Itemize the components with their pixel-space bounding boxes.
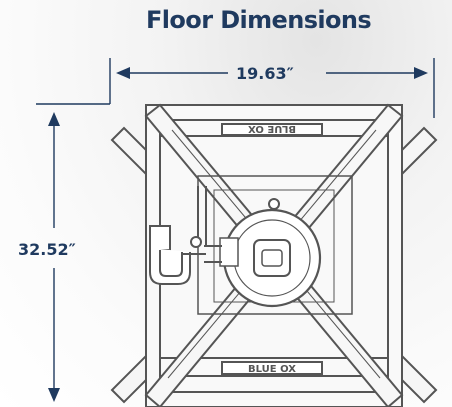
height-dimension-label: 32.52″	[18, 240, 76, 259]
right-arrowhead	[414, 67, 428, 79]
left-arrowhead	[116, 67, 130, 79]
width-dimension-line	[109, 58, 435, 118]
crank-handle	[149, 186, 207, 285]
stand-drawing	[110, 103, 438, 407]
bottom-product-marking: BLUE OX	[248, 364, 296, 375]
top-arrowhead	[48, 112, 60, 126]
width-dimension-label: 19.63″	[236, 64, 294, 83]
height-dimension-line	[36, 103, 110, 402]
bottom-arrowhead	[48, 388, 60, 402]
diagram-title: Floor Dimensions	[146, 6, 372, 34]
hub-center	[253, 239, 291, 277]
top-product-marking: BLUE OX	[248, 123, 296, 134]
